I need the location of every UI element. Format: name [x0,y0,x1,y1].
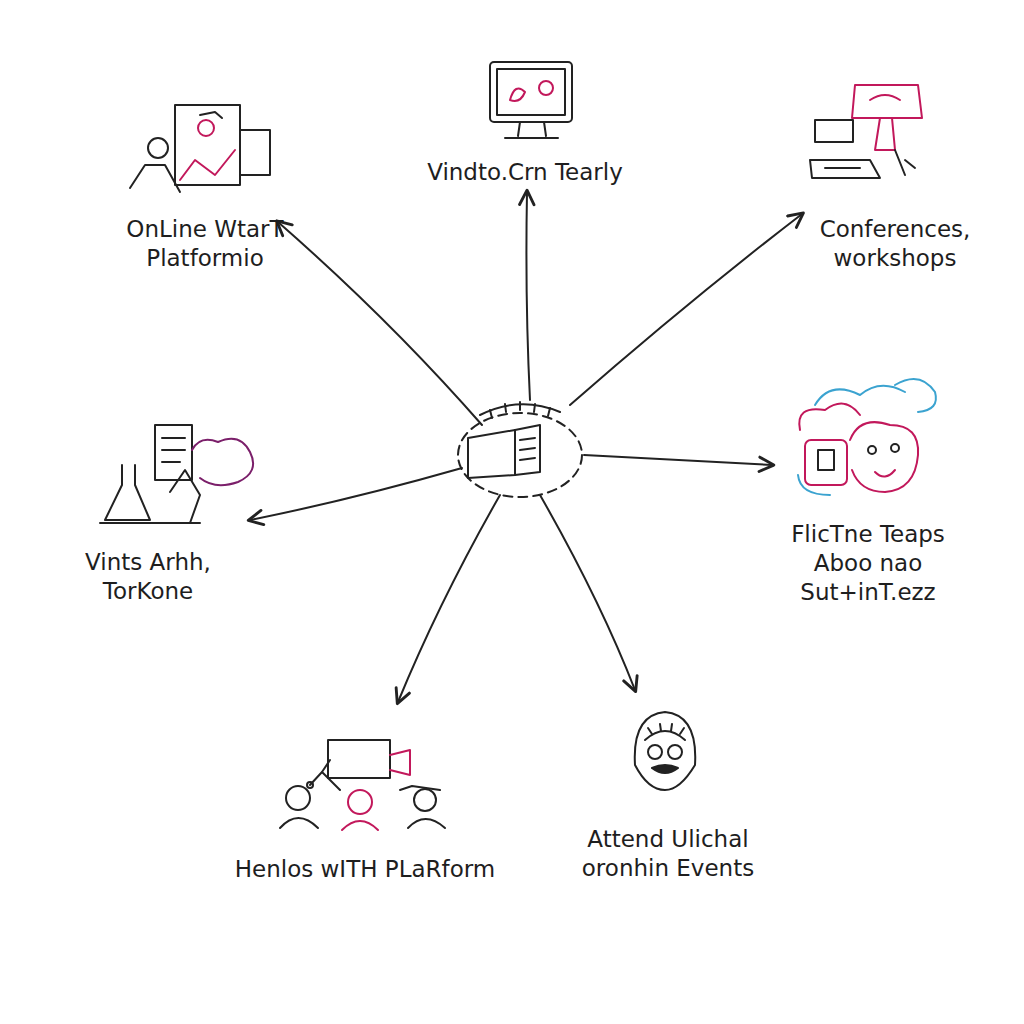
branch-label: Vints Arhh, TorKone [53,548,243,606]
branch-label: Conferences, workshops [795,215,995,273]
speaker-icon [635,712,696,790]
presenter-icon [130,105,270,192]
lab-icon [100,425,253,523]
arrow-lines [250,192,802,702]
group-icon [280,740,445,830]
branch-label: Vindto.Crn Tearly [395,158,655,187]
monitor-icon [490,62,572,138]
conference-icon [810,85,922,178]
center-icon [458,402,582,497]
branch-label: Henlos wITH PLaRform [215,855,515,884]
branch-label: FlicTne Teaps Aboo nao Sut+inT.ezz [781,520,956,606]
branch-label: Attend Ulichal oronhin Events [553,825,783,883]
branch-label: OnLine WtarT Platformio [85,215,325,273]
chat-icon [798,379,936,495]
